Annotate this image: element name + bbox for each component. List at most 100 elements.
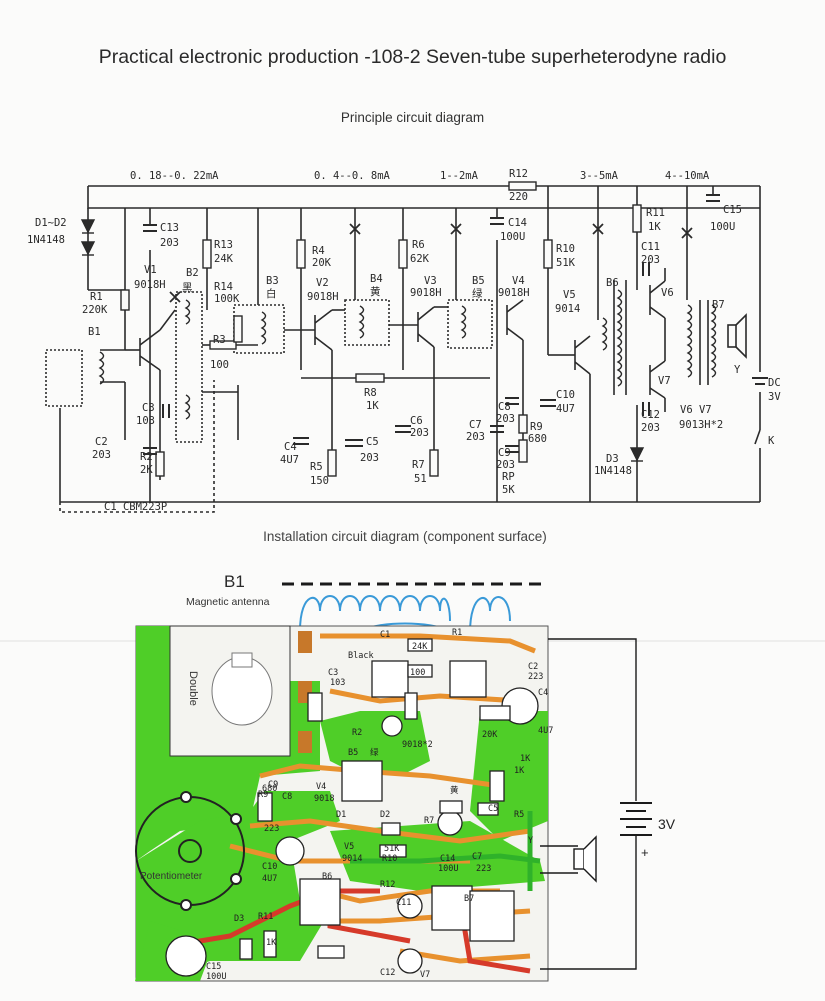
svg-text:100U: 100U <box>500 231 525 243</box>
svg-text:9014: 9014 <box>342 854 362 864</box>
svg-text:V7: V7 <box>420 970 430 980</box>
svg-text:203: 203 <box>160 237 179 249</box>
svg-text:R9: R9 <box>258 790 268 800</box>
potentiometer-label: Potentiometer <box>140 871 203 882</box>
svg-text:V1: V1 <box>144 264 157 276</box>
svg-text:5K: 5K <box>502 484 515 496</box>
svg-text:B1: B1 <box>88 326 101 338</box>
svg-text:R13: R13 <box>214 239 233 251</box>
svg-text:黑: 黑 <box>182 282 193 294</box>
svg-text:C10: C10 <box>262 862 277 872</box>
svg-text:R8: R8 <box>364 387 377 399</box>
svg-text:C1: C1 <box>380 630 390 640</box>
svg-text:C5: C5 <box>366 436 379 448</box>
svg-text:Y: Y <box>528 836 533 846</box>
svg-text:203: 203 <box>641 254 660 266</box>
schematic-resistors <box>120 181 642 477</box>
svg-text:150: 150 <box>310 475 329 487</box>
svg-text:4--10mA: 4--10mA <box>665 170 710 182</box>
svg-text:100K: 100K <box>214 293 240 305</box>
page-title: Practical electronic production -108-2 S… <box>98 46 727 68</box>
svg-text:C9: C9 <box>268 780 278 790</box>
svg-text:B2: B2 <box>186 267 199 279</box>
svg-text:4U7: 4U7 <box>262 874 277 884</box>
svg-text:203: 203 <box>410 427 429 439</box>
svg-text:V6 V7: V6 V7 <box>680 404 712 416</box>
double-label: Double <box>187 671 199 706</box>
battery-plus: + <box>641 845 649 860</box>
svg-text:4U7: 4U7 <box>280 454 299 466</box>
svg-text:4U7: 4U7 <box>538 726 553 736</box>
svg-text:R3: R3 <box>213 334 226 346</box>
svg-text:R14: R14 <box>214 281 233 293</box>
svg-text:203: 203 <box>496 413 515 425</box>
svg-text:R7: R7 <box>412 459 425 471</box>
battery-voltage: 3V <box>658 816 676 832</box>
svg-text:62K: 62K <box>410 253 430 265</box>
svg-text:2K: 2K <box>140 464 153 476</box>
svg-text:100: 100 <box>410 668 425 678</box>
svg-text:9018H: 9018H <box>134 279 166 291</box>
svg-text:Black: Black <box>348 651 374 661</box>
svg-text:24K: 24K <box>214 253 234 265</box>
antenna-label: Magnetic antenna <box>186 596 270 608</box>
svg-text:20K: 20K <box>482 730 498 740</box>
svg-text:黄: 黄 <box>450 785 459 796</box>
svg-text:24K: 24K <box>412 642 428 652</box>
pcb-green-traces <box>350 811 541 891</box>
svg-text:0. 4--0. 8mA: 0. 4--0. 8mA <box>314 170 391 182</box>
svg-text:1N4148: 1N4148 <box>27 234 65 246</box>
svg-text:V5: V5 <box>563 289 576 301</box>
svg-text:D3: D3 <box>234 914 244 924</box>
svg-text:绿: 绿 <box>370 747 379 758</box>
svg-text:C15: C15 <box>206 962 221 972</box>
svg-text:C9: C9 <box>498 447 511 459</box>
svg-text:Y: Y <box>734 364 741 376</box>
schematic-wires <box>45 185 761 513</box>
svg-text:B5: B5 <box>348 748 358 758</box>
svg-text:R2: R2 <box>352 728 362 738</box>
svg-text:R7: R7 <box>424 816 434 826</box>
svg-text:3V: 3V <box>768 391 781 403</box>
svg-text:220K: 220K <box>82 304 108 316</box>
pcb-caption: Installation circuit diagram (component … <box>263 529 547 544</box>
svg-text:R9: R9 <box>530 421 543 433</box>
svg-text:D1: D1 <box>336 810 346 820</box>
svg-text:B6: B6 <box>606 277 619 289</box>
svg-text:220: 220 <box>509 191 528 203</box>
svg-text:9018*2: 9018*2 <box>402 740 433 750</box>
svg-text:C15: C15 <box>723 204 742 216</box>
svg-text:100U: 100U <box>206 972 226 982</box>
svg-text:C5: C5 <box>488 804 498 814</box>
svg-text:9018H: 9018H <box>410 287 442 299</box>
svg-text:C8: C8 <box>282 792 292 802</box>
svg-text:223: 223 <box>528 672 543 682</box>
svg-text:51K: 51K <box>384 844 400 854</box>
svg-text:1K: 1K <box>514 766 525 776</box>
schematic-caption: Principle circuit diagram <box>340 110 485 125</box>
schematic-coils <box>98 289 717 420</box>
svg-text:C7: C7 <box>472 852 482 862</box>
schematic-diagram: 0. 18--0. 22mA 0. 4--0. 8mA 1--2mA 3--5m… <box>27 168 781 513</box>
svg-text:203: 203 <box>466 431 485 443</box>
svg-text:R11: R11 <box>258 912 273 922</box>
svg-text:R5: R5 <box>514 810 524 820</box>
svg-text:C11: C11 <box>641 241 660 253</box>
svg-text:K: K <box>768 435 775 447</box>
svg-text:C4: C4 <box>538 688 548 698</box>
svg-text:V2: V2 <box>316 277 329 289</box>
svg-text:R2: R2 <box>140 451 153 463</box>
svg-text:203: 203 <box>641 422 660 434</box>
svg-text:R4: R4 <box>312 245 325 257</box>
svg-text:白: 白 <box>266 287 277 300</box>
svg-text:R6: R6 <box>412 239 425 251</box>
svg-text:9018: 9018 <box>314 794 334 804</box>
svg-text:1K: 1K <box>520 754 531 764</box>
svg-text:9018H: 9018H <box>307 291 339 303</box>
svg-text:1N4148: 1N4148 <box>594 465 632 477</box>
svg-text:680: 680 <box>262 784 277 794</box>
svg-text:V4: V4 <box>316 782 326 792</box>
svg-text:R10: R10 <box>382 854 397 864</box>
svg-text:D3: D3 <box>606 453 619 465</box>
svg-text:C3: C3 <box>142 402 155 414</box>
